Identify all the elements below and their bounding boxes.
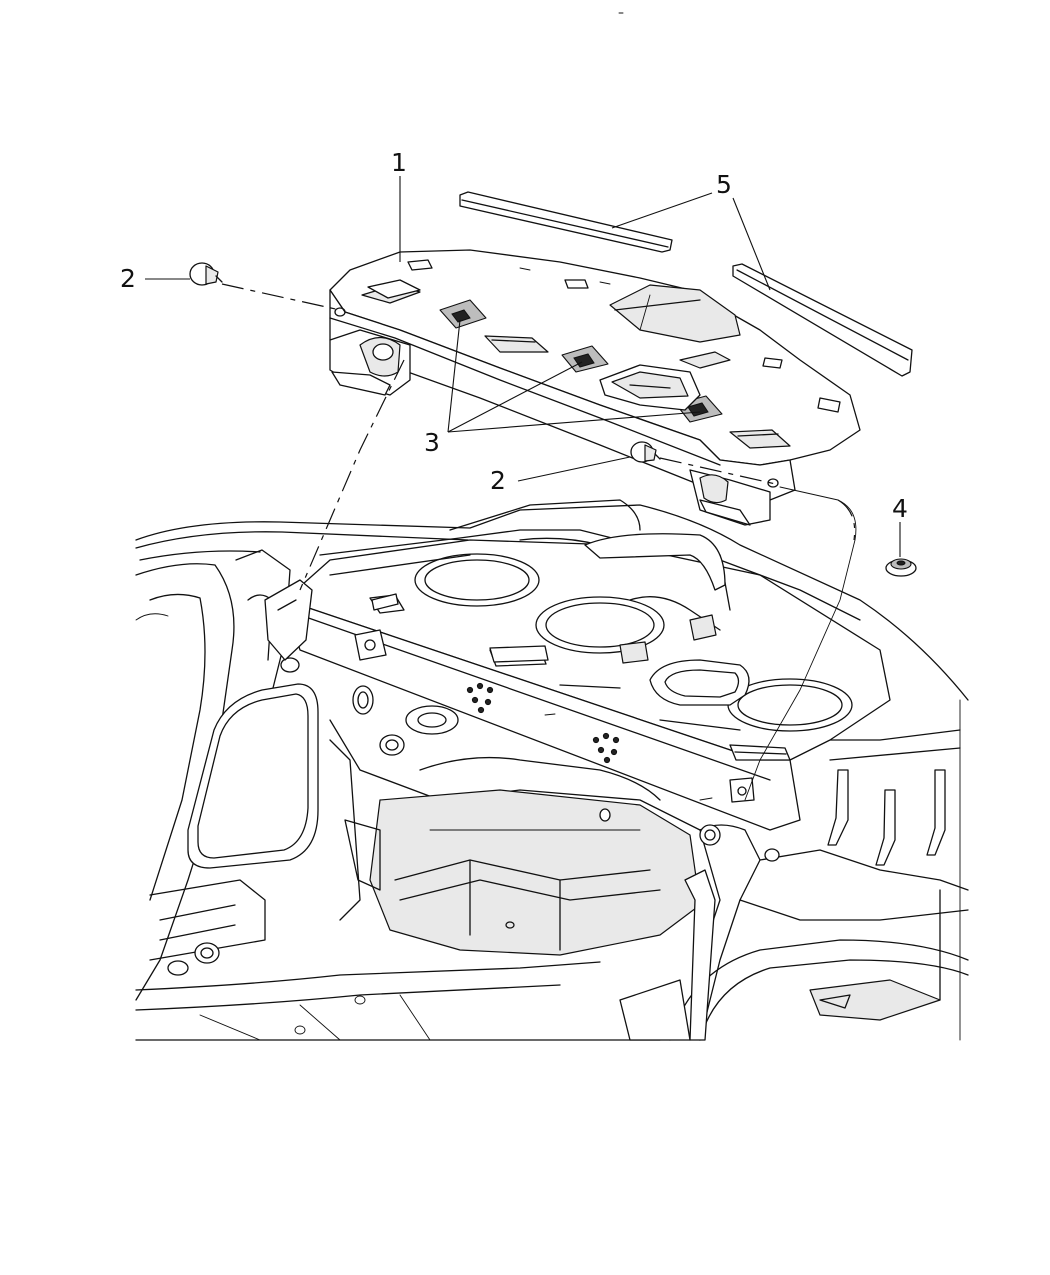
hole-cluster-1 — [466, 682, 494, 714]
push-pin-fastener-left — [189, 262, 223, 286]
retainer-nut — [885, 558, 917, 577]
hole-cluster-2 — [592, 732, 620, 764]
installation-lines — [221, 283, 857, 801]
callout-4: 4 — [892, 494, 908, 523]
callout-labels: 1 2 2 3 4 5 — [120, 148, 908, 523]
callout-2-left: 2 — [120, 264, 136, 293]
callout-5: 5 — [716, 170, 732, 199]
push-pin-fastener-right — [630, 441, 661, 463]
leader-lines — [145, 176, 901, 557]
callout-3: 3 — [424, 428, 440, 457]
callout-1: 1 — [391, 148, 407, 177]
vehicle-rear-body — [135, 504, 969, 1041]
package-tray-panel — [329, 249, 861, 526]
trim-strip-right — [732, 263, 913, 377]
trim-strip-upper — [459, 191, 673, 253]
rear-shelf-panel — [264, 499, 891, 831]
callout-2-right: 2 — [490, 466, 506, 495]
speaker-grille-left — [439, 299, 487, 329]
